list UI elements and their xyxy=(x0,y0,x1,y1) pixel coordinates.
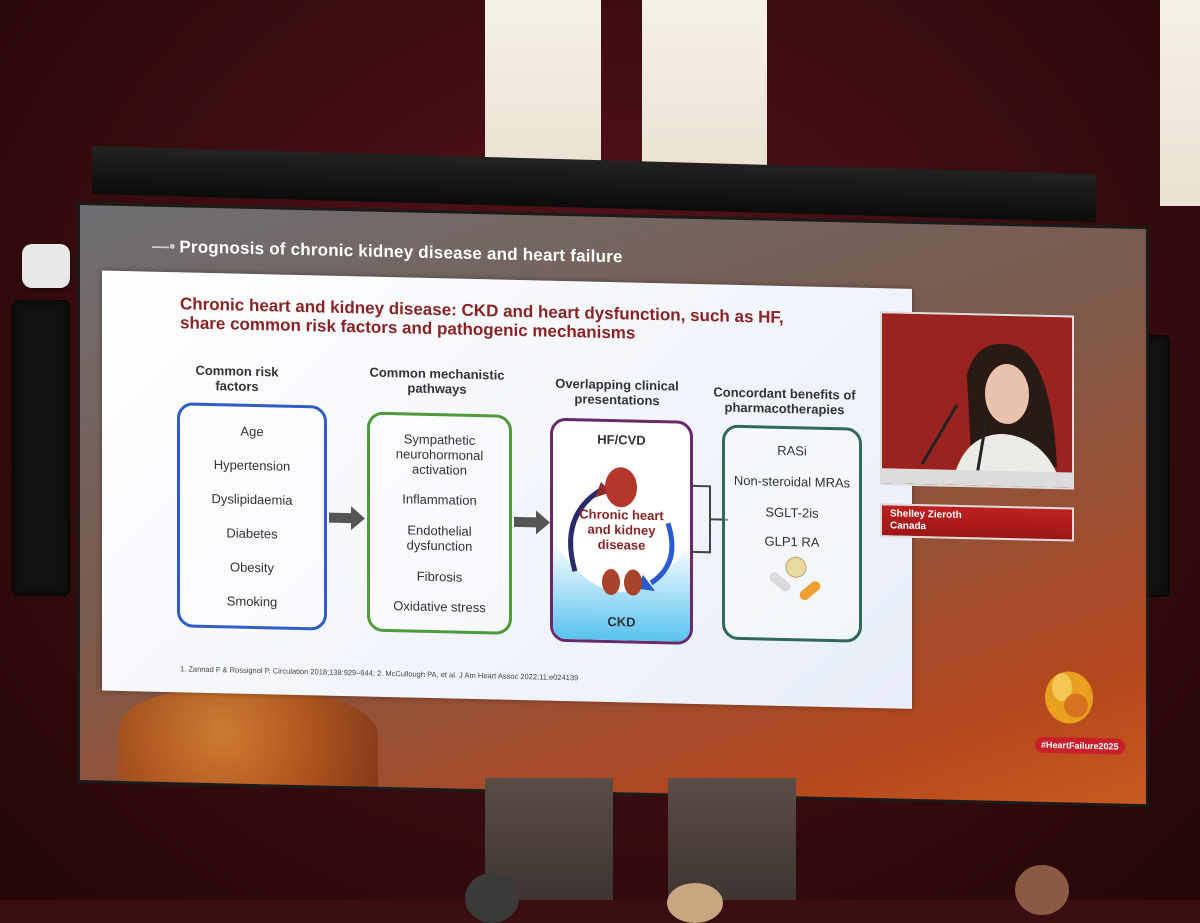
column-header-risk-factors: Common risk factors xyxy=(182,362,292,394)
event-hashtag: #HeartFailure2025 xyxy=(1035,737,1125,755)
ckd-label: CKD xyxy=(553,613,690,631)
slide-content: Chronic heart and kidney disease: CKD an… xyxy=(102,270,912,708)
reference-citation: 1. Zannad F & Rossignol P. Circulation 2… xyxy=(180,664,578,682)
speaker-video-feed xyxy=(880,311,1074,489)
deck-title: —•Prognosis of chronic kidney disease an… xyxy=(152,237,623,268)
speaker-name-bar: Shelley Zieroth Canada xyxy=(880,503,1074,541)
projection-screen: —•Prognosis of chronic kidney disease an… xyxy=(80,205,1146,804)
list-item: Sympathetic neurohormonal activation xyxy=(374,430,505,478)
pharmacotherapies-box: RASi Non-steroidal MRAs SGLT-2is GLP1 RA xyxy=(722,425,862,643)
audience-head xyxy=(465,873,519,923)
slide-heading: Chronic heart and kidney disease: CKD an… xyxy=(180,294,820,347)
decorative-heart-graphic xyxy=(118,686,378,802)
column-header-clinical-presentations: Overlapping clinical presentations xyxy=(542,375,692,408)
ceiling-light xyxy=(485,0,601,178)
audience-head xyxy=(1015,865,1069,915)
wall-speaker-left xyxy=(12,300,70,596)
right-arrow-icon xyxy=(514,510,550,535)
speaker-name: Shelley Zieroth xyxy=(890,508,962,521)
chronic-heart-kidney-label: Chronic heart and kidney disease xyxy=(571,506,672,553)
heart-logo-icon xyxy=(1040,657,1098,728)
clinical-presentations-box: HF/CVD Chronic heart and kidney disease … xyxy=(550,418,693,645)
pills-icon xyxy=(762,554,822,605)
list-item: Dyslipidaemia xyxy=(212,491,293,508)
conference-room: —•Prognosis of chronic kidney disease an… xyxy=(0,0,1200,900)
ceiling-light xyxy=(642,0,767,186)
list-item: GLP1 RA xyxy=(765,534,820,550)
ceiling-light xyxy=(1160,0,1200,206)
list-item: RASi xyxy=(777,443,807,459)
column-header-mechanistic-pathways: Common mechanistic pathways xyxy=(357,364,517,398)
heart-icon xyxy=(605,467,637,508)
list-item: Oxidative stress xyxy=(393,598,485,615)
list-item: SGLT-2is xyxy=(765,505,818,521)
list-item: Inflammation xyxy=(402,492,476,509)
risk-factors-box: Age Hypertension Dyslipidaemia Diabetes … xyxy=(177,402,327,630)
list-item: Diabetes xyxy=(226,525,277,541)
wall-sensor xyxy=(22,244,70,288)
hf-cvd-label: HF/CVD xyxy=(553,431,690,449)
audience-head xyxy=(667,883,723,923)
column-header-pharmacotherapies: Concordant benefits of pharmacotherapies xyxy=(702,384,867,418)
mechanistic-pathways-box: Sympathetic neurohormonal activation Inf… xyxy=(367,412,512,635)
list-item: Endothelial dysfunction xyxy=(374,522,505,555)
speaker-country: Canada xyxy=(890,520,926,532)
list-item: Smoking xyxy=(227,593,278,609)
list-item: Fibrosis xyxy=(417,568,463,584)
kidney-icon xyxy=(624,569,642,595)
list-item: Non-steroidal MRAs xyxy=(734,473,850,491)
list-item: Hypertension xyxy=(214,457,291,474)
right-arrow-icon xyxy=(329,506,365,531)
list-item: Obesity xyxy=(230,559,274,575)
stage-pillar xyxy=(668,778,796,900)
speaker-portrait xyxy=(882,313,1072,487)
list-item: Age xyxy=(240,424,263,440)
